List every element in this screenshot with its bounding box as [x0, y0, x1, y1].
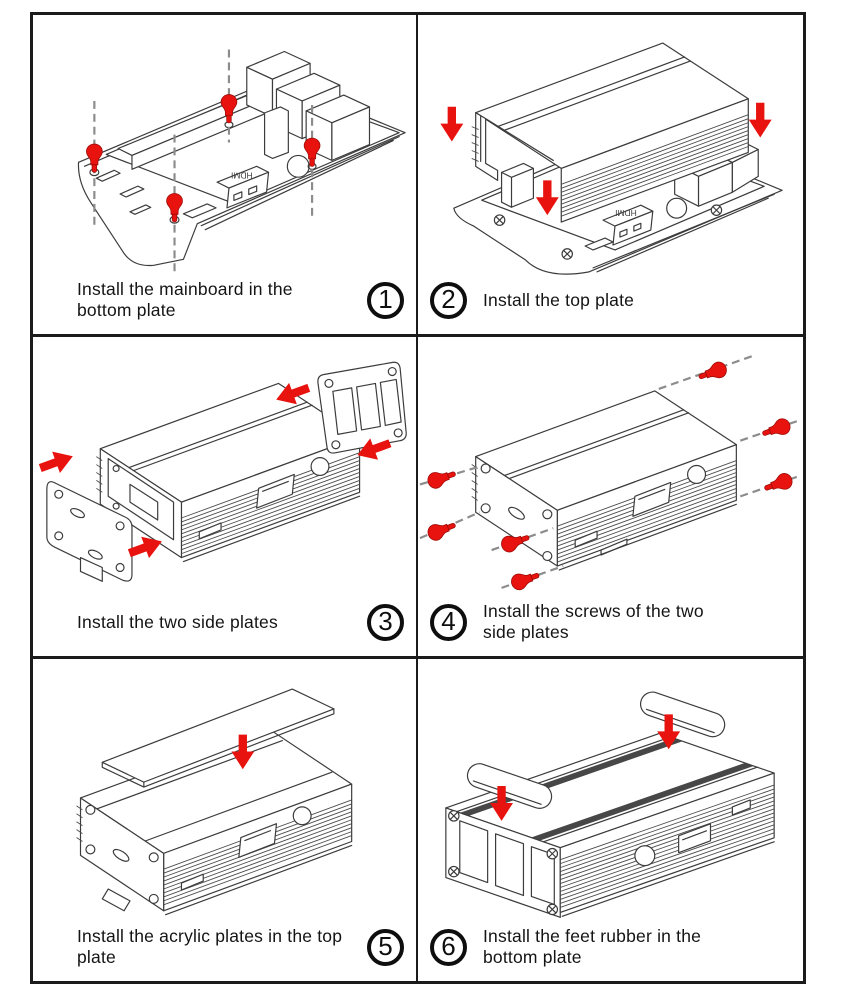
side-plate-left-drawing — [46, 481, 133, 582]
red-arrow-icon — [36, 445, 77, 479]
step-panel-6: 6 Install the feet rubber in the bottom … — [418, 659, 803, 981]
step-badge-4: 4 — [430, 603, 467, 641]
step-illustration-3 — [33, 337, 416, 604]
step-badge-1: 1 — [367, 281, 404, 319]
hdmi-port-drawing: HDMI — [602, 204, 654, 246]
case-drawing — [76, 728, 353, 916]
red-arrow-icon — [440, 106, 464, 142]
case-drawing — [96, 382, 361, 563]
crosshead-screw-icon — [493, 214, 506, 226]
screw-icon — [760, 417, 792, 442]
step-caption-row-6: 6 Install the feet rubber in the bottom … — [418, 921, 803, 981]
hdmi-port-drawing: HDMI — [216, 165, 270, 209]
step-panel-2: HDMI — [418, 15, 803, 337]
red-arrow-icon — [748, 102, 772, 138]
screw-icon — [509, 567, 541, 591]
step-caption-1: Install the mainboard in the bottom plat… — [77, 279, 293, 320]
step-illustration-6 — [418, 659, 803, 929]
step-caption-3: Install the two side plates — [77, 611, 278, 632]
screw-icon — [426, 466, 458, 490]
step-caption-2: Install the top plate — [483, 289, 635, 310]
instruction-sheet: HDMI — [30, 12, 806, 984]
step-caption-row-5: Install the acrylic plates in the top pl… — [33, 921, 416, 981]
acrylic-sheet-drawing — [101, 688, 335, 788]
crosshead-screw-icon — [546, 847, 559, 860]
crosshead-screw-icon — [448, 865, 460, 878]
step-panel-4: 4 Install the screws of the two side pla… — [418, 337, 803, 659]
crosshead-screw-icon — [448, 810, 460, 822]
rubber-foot-drawing — [639, 691, 726, 738]
step-caption-6: Install the feet rubber in the bottom pl… — [483, 926, 702, 967]
side-plate-right-drawing — [317, 361, 407, 454]
step-badge-5: 5 — [367, 928, 404, 966]
step-caption-5: Install the acrylic plates in the top pl… — [77, 926, 343, 967]
crosshead-screw-icon — [546, 903, 559, 916]
step-panel-5: Install the acrylic plates in the top pl… — [33, 659, 418, 981]
step-illustration-5 — [33, 659, 416, 929]
screw-icon — [696, 360, 728, 385]
screw-icon — [762, 471, 794, 496]
top-plate-drawing — [471, 42, 749, 223]
step-caption-4: Install the screws of the two side plate… — [483, 601, 704, 642]
step-badge-3: 3 — [367, 603, 404, 641]
step-caption-row-3: Install the two side plates 3 — [33, 596, 416, 656]
mainboard-drawing: HDMI — [89, 50, 400, 224]
step-caption-row-1: Install the mainboard in the bottom plat… — [33, 274, 416, 334]
crosshead-screw-icon — [710, 204, 723, 216]
step-badge-2: 2 — [430, 281, 467, 319]
screw-icon — [426, 517, 458, 542]
step-illustration-2: HDMI — [418, 15, 803, 282]
hdmi-port-label: HDMI — [231, 170, 252, 180]
barrel-connector — [286, 154, 310, 178]
step-caption-row-2: 2 Install the top plate — [418, 274, 803, 334]
case-drawing — [471, 390, 737, 571]
step-caption-row-4: 4 Install the screws of the two side pla… — [418, 596, 803, 656]
step-badge-6: 6 — [430, 928, 467, 966]
crosshead-screw-icon — [561, 248, 573, 260]
step-illustration-1: HDMI — [33, 15, 416, 282]
step-illustration-4 — [418, 337, 803, 604]
hdmi-port-label: HDMI — [615, 208, 637, 218]
step-panel-3: Install the two side plates 3 — [33, 337, 418, 659]
step-panel-1: HDMI — [33, 15, 418, 337]
case-upside-down-drawing — [445, 732, 775, 918]
